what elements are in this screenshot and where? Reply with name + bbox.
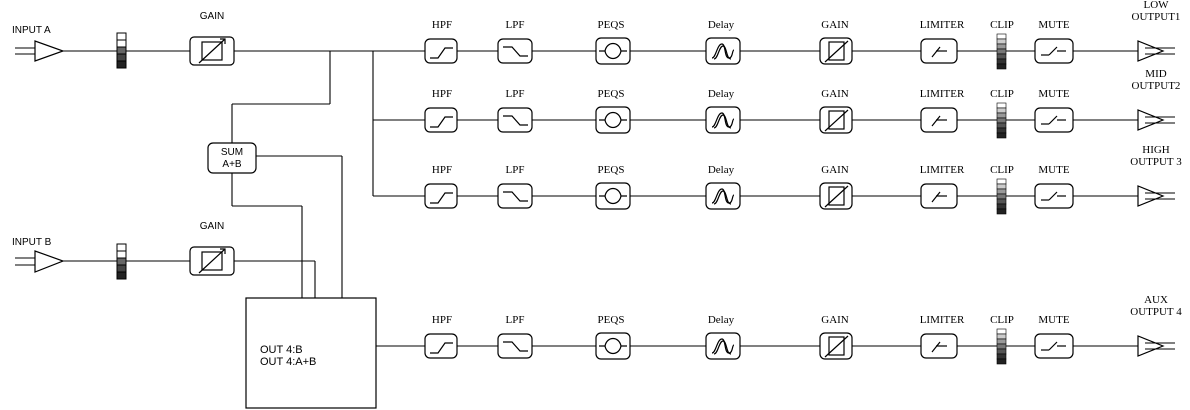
peqs-label: PEQS [598, 88, 625, 100]
input-b-gain-icon[interactable] [189, 246, 235, 276]
sum-formula-label: A+B [222, 159, 242, 170]
output-connector-icon [1137, 40, 1175, 62]
clip-meter-icon [996, 178, 1007, 215]
gain-label: GAIN [821, 19, 849, 31]
clip-label: CLIP [990, 314, 1014, 326]
delay-icon[interactable] [705, 37, 741, 65]
parametric-eq-icon[interactable] [595, 182, 631, 210]
clip-meter-icon [996, 33, 1007, 70]
delay-label: Delay [708, 88, 735, 100]
wiring [15, 47, 425, 347]
clip-meter-icon [996, 328, 1007, 365]
mute-icon[interactable] [1034, 333, 1074, 359]
channel-row-3: HPF LPF PEQS Delay GAIN LIMITER CLIP MUTE HIGHOU… [424, 144, 1182, 215]
routing-option-a-plus-b: OUT 4:A+B [260, 356, 316, 368]
clip-label: CLIP [990, 164, 1014, 176]
output-routing-block[interactable]: OUT 4:B OUT 4:A+B [245, 297, 377, 409]
delay-icon[interactable] [705, 182, 741, 210]
input-a-label: INPUT A [12, 25, 51, 36]
output-connector-icon [1137, 335, 1175, 357]
mute-label: MUTE [1038, 88, 1069, 100]
limiter-label: LIMITER [920, 88, 965, 100]
output-connector-icon [1137, 185, 1175, 207]
delay-icon[interactable] [705, 106, 741, 134]
input-b-connector-icon [34, 250, 65, 273]
lpf-label: LPF [506, 19, 525, 31]
output-name-label: MID [1145, 68, 1166, 80]
lpf-icon[interactable] [497, 107, 533, 133]
output-name-label: LOW [1143, 0, 1169, 11]
channel-row-4: HPF LPF PEQS Delay GAIN LIMITER CLIP MUTE AUXOUT… [424, 294, 1182, 365]
parametric-eq-icon[interactable] [595, 37, 631, 65]
output-number-label: OUTPUT1 [1132, 11, 1181, 23]
lpf-label: LPF [506, 314, 525, 326]
delay-label: Delay [708, 314, 735, 326]
output-number-label: OUTPUT2 [1132, 80, 1181, 92]
channel-row-1: HPF LPF PEQS Delay GAIN LIMITER CLIP MUTE LOWOUT… [424, 0, 1181, 70]
output-name-label: HIGH [1142, 144, 1170, 156]
gain-icon[interactable] [819, 106, 853, 134]
limiter-icon[interactable] [920, 38, 958, 64]
hpf-label: HPF [432, 88, 452, 100]
channel-row-2: HPF LPF PEQS Delay GAIN LIMITER CLIP MUTE MIDOUT… [424, 68, 1181, 139]
lpf-icon[interactable] [497, 38, 533, 64]
lpf-icon[interactable] [497, 333, 533, 359]
clip-label: CLIP [990, 88, 1014, 100]
lpf-label: LPF [506, 164, 525, 176]
limiter-label: LIMITER [920, 314, 965, 326]
routing-option-b: OUT 4:B [260, 344, 303, 356]
gain-icon[interactable] [819, 332, 853, 360]
hpf-icon[interactable] [424, 333, 458, 359]
limiter-icon[interactable] [920, 333, 958, 359]
gain-icon[interactable] [819, 182, 853, 210]
gain-label: GAIN [821, 164, 849, 176]
input-a-gain-icon[interactable] [189, 36, 235, 66]
clip-meter-icon [996, 102, 1007, 139]
input-b-meter-icon [116, 243, 127, 280]
clip-label: CLIP [990, 19, 1014, 31]
peqs-label: PEQS [598, 314, 625, 326]
limiter-icon[interactable] [920, 107, 958, 133]
sum-label: SUM [221, 147, 243, 158]
sum-block[interactable]: SUM A+B [207, 142, 257, 174]
hpf-label: HPF [432, 164, 452, 176]
hpf-icon[interactable] [424, 107, 458, 133]
delay-label: Delay [708, 19, 735, 31]
gain-icon[interactable] [819, 37, 853, 65]
delay-label: Delay [708, 164, 735, 176]
input-a-meter-icon [116, 32, 127, 69]
peqs-label: PEQS [598, 164, 625, 176]
gain-label: GAIN [821, 88, 849, 100]
gain-label: GAIN [821, 314, 849, 326]
parametric-eq-icon[interactable] [595, 106, 631, 134]
mute-label: MUTE [1038, 164, 1069, 176]
output-number-label: OUTPUT 4 [1130, 306, 1182, 318]
output-number-label: OUTPUT 3 [1130, 156, 1182, 168]
input-b-gain-label: GAIN [200, 221, 224, 232]
mute-icon[interactable] [1034, 38, 1074, 64]
hpf-label: HPF [432, 314, 452, 326]
input-b-label: INPUT B [12, 237, 52, 248]
mute-icon[interactable] [1034, 107, 1074, 133]
input-a-gain-label: GAIN [200, 11, 224, 22]
parametric-eq-icon[interactable] [595, 332, 631, 360]
peqs-label: PEQS [598, 19, 625, 31]
hpf-label: HPF [432, 19, 452, 31]
delay-icon[interactable] [705, 332, 741, 360]
mute-label: MUTE [1038, 314, 1069, 326]
lpf-label: LPF [506, 88, 525, 100]
input-a-connector-icon [34, 40, 65, 62]
mute-icon[interactable] [1034, 183, 1074, 209]
hpf-icon[interactable] [424, 38, 458, 64]
limiter-label: LIMITER [920, 19, 965, 31]
mute-label: MUTE [1038, 19, 1069, 31]
limiter-label: LIMITER [920, 164, 965, 176]
limiter-icon[interactable] [920, 183, 958, 209]
output-name-label: AUX [1144, 294, 1168, 306]
lpf-icon[interactable] [497, 183, 533, 209]
hpf-icon[interactable] [424, 183, 458, 209]
output-connector-icon [1137, 109, 1175, 131]
